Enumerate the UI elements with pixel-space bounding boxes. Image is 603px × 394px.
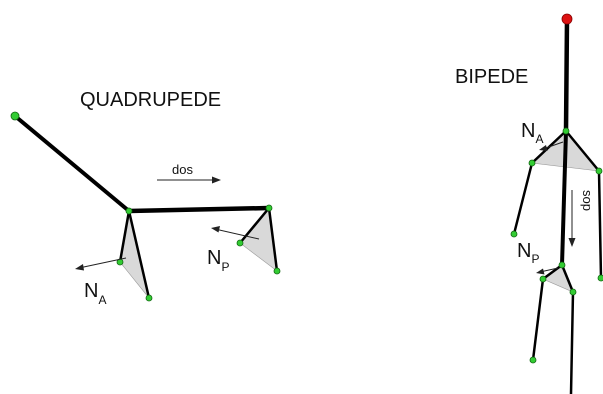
biped-spine-bone bbox=[560, 129, 568, 267]
quadruped-spine-bone bbox=[126, 205, 272, 214]
biped-arm-right-upper bbox=[564, 129, 601, 173]
biped-hand-right bbox=[597, 274, 603, 282]
biped-hip-right-joint bbox=[569, 288, 577, 296]
biped-upper-normal-label: NA bbox=[521, 120, 543, 146]
quadruped-hind-leg-b bbox=[267, 206, 279, 273]
biped-lower-normal-label: NP bbox=[517, 240, 539, 266]
biped-shoulder-joint bbox=[562, 127, 570, 135]
biped-figure: BIPEDE NA NP bbox=[455, 13, 603, 394]
biped-pelvis-joint bbox=[558, 261, 566, 269]
quadruped-front-foot-b bbox=[145, 294, 153, 302]
biped-elbow-right bbox=[595, 167, 603, 175]
quadruped-hind-leg-a bbox=[238, 206, 271, 245]
biped-arm-right-lower bbox=[597, 169, 603, 280]
quadruped-hind-foot-a bbox=[236, 239, 244, 247]
biped-foot-left bbox=[529, 356, 537, 364]
biped-title: BIPEDE bbox=[455, 66, 528, 88]
quadruped-shoulder-joint bbox=[125, 207, 133, 215]
quadruped-hind-foot-b bbox=[273, 267, 281, 275]
quadruped-front-leg-b bbox=[127, 209, 151, 300]
quadruped-front-leg-a bbox=[118, 209, 131, 264]
biped-lower-normal-arrowhead bbox=[536, 268, 545, 275]
quadruped-neck-bone bbox=[13, 114, 131, 213]
biped-leg-left bbox=[531, 277, 545, 362]
biped-leg-right bbox=[569, 290, 575, 394]
biped-elbow-left bbox=[528, 159, 536, 167]
quadruped-figure: QUADRUPEDE dos NA NP bbox=[10, 89, 281, 307]
biped-direction-arrowhead bbox=[568, 238, 576, 247]
quadruped-anterior-normal-label: NA bbox=[84, 280, 106, 307]
quadruped-hip-joint bbox=[265, 204, 273, 212]
quadruped-head-joint bbox=[10, 111, 20, 121]
biped-neck-bone bbox=[563, 16, 570, 134]
quadruped-posterior-normal-arrowhead bbox=[211, 226, 220, 233]
quadruped-posterior-normal-arrow bbox=[214, 228, 260, 240]
biped-hip-right bbox=[560, 263, 575, 294]
quadruped-direction-arrowhead bbox=[212, 176, 221, 184]
quadruped-anterior-normal-arrowhead bbox=[75, 264, 84, 271]
biped-hand-left bbox=[510, 230, 518, 238]
biped-direction-label: sop bbox=[580, 190, 595, 211]
biped-head-joint bbox=[561, 13, 573, 25]
quadruped-direction-label: dos bbox=[172, 162, 193, 177]
quadruped-posterior-normal-label: NP bbox=[207, 247, 229, 274]
biped-hip-left bbox=[541, 263, 564, 281]
biped-arm-left-lower bbox=[512, 161, 534, 236]
quadruped-anterior-normal-arrow bbox=[78, 257, 127, 269]
biped-upper-normal-arrowhead bbox=[539, 145, 548, 151]
biped-hip-left-joint bbox=[539, 275, 547, 283]
quadruped-anterior-plane bbox=[119, 210, 150, 299]
quadruped-title: QUADRUPEDE bbox=[80, 89, 221, 111]
